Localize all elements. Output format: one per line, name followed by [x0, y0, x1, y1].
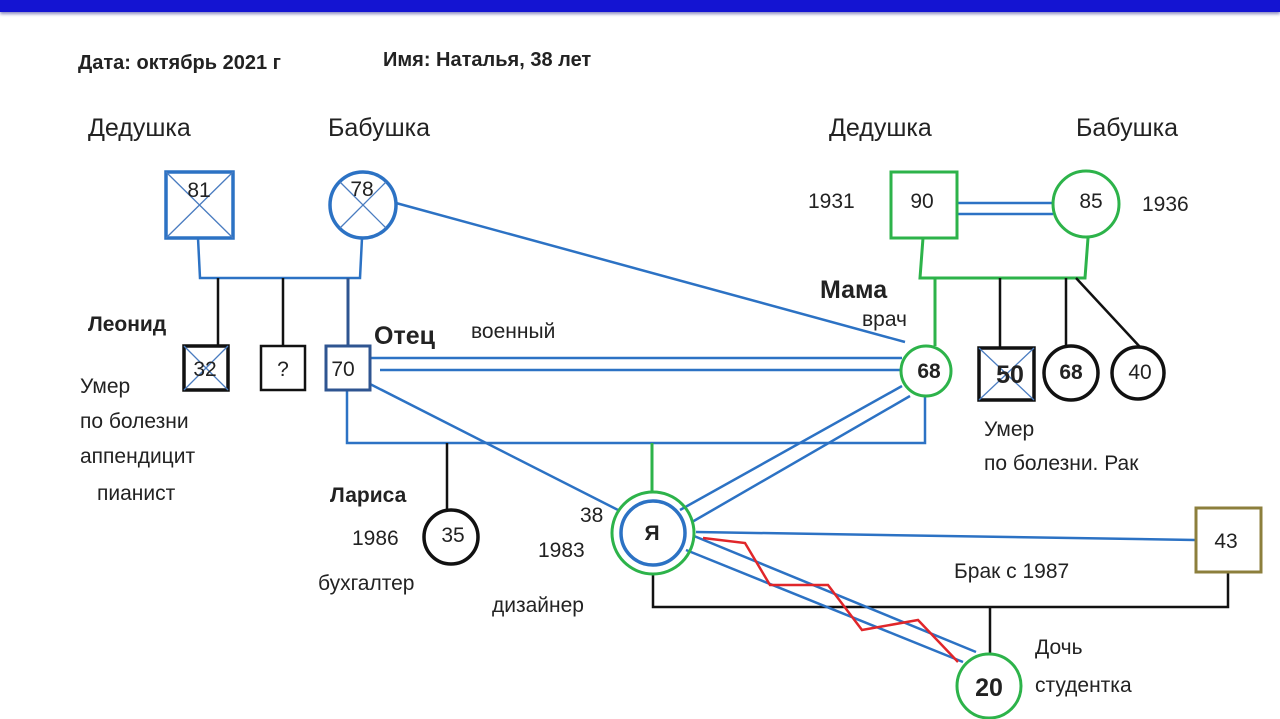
uncle-note-1: Умер — [984, 418, 1034, 441]
name-text: Имя: Наталья, 38 лет — [383, 49, 591, 71]
leonid-age: 32 — [193, 358, 216, 381]
unknown-sibling-age: ? — [277, 358, 289, 381]
sister-symbol: 35 — [422, 508, 480, 566]
uncle-symbol: 50 — [977, 346, 1036, 402]
leonid-note-2: по болезни — [80, 410, 189, 433]
paternal-grandfather-label: Дедушка — [88, 114, 191, 142]
me-label: Я — [644, 522, 659, 545]
husband-line — [695, 530, 1196, 542]
maternal-grandfather-year: 1931 — [808, 190, 855, 213]
aunt2-line — [1075, 277, 1141, 348]
maternal-grandfather-age: 90 — [910, 190, 933, 213]
father-me-line — [369, 382, 621, 513]
aunt2-symbol: 40 — [1110, 345, 1166, 401]
father-name: Отец — [374, 322, 436, 350]
leonid-note-3: аппендицит — [80, 445, 195, 468]
maternal-grandmother-year: 1936 — [1142, 193, 1189, 216]
marriage-line — [651, 572, 1230, 609]
paternal-grandfather-age: 81 — [187, 179, 210, 202]
mother-job: врач — [862, 308, 907, 331]
paternal-grandmother-label: Бабушка — [328, 114, 430, 142]
marriage-text: Брак с 1987 — [954, 560, 1069, 583]
maternal-grandparents-children-line — [918, 237, 1090, 280]
maternal-grandmother-age: 85 — [1079, 190, 1102, 213]
conflict-zigzag-line — [702, 536, 959, 663]
title-bar — [0, 0, 1280, 12]
me-symbol: Я — [610, 490, 696, 576]
sister-name: Лариса — [330, 484, 407, 507]
leonid-symbol: 32 — [182, 344, 230, 392]
daughter-name: Дочь — [1035, 636, 1083, 659]
daughter-job: студентка — [1035, 674, 1132, 697]
grandmother-mother-line — [395, 201, 906, 344]
parents-children-line — [345, 390, 927, 445]
date-text: Дата: октябрь 2021 г — [78, 52, 281, 74]
uncle-age: 50 — [996, 361, 1024, 389]
leonid-note-4: пианист — [97, 482, 176, 505]
leonid-name: Леонид — [88, 313, 166, 336]
leonid-note-1: Умер — [80, 375, 130, 398]
husband-symbol: 43 — [1194, 506, 1263, 574]
paternal-grandfather-symbol: 81 — [164, 170, 235, 240]
father-job: военный — [471, 320, 555, 343]
maternal-grandmother-label: Бабушка — [1076, 114, 1178, 142]
husband-age: 43 — [1214, 530, 1237, 553]
me-job: дизайнер — [492, 594, 584, 617]
maternal-grandfather-symbol: 90 — [889, 170, 959, 240]
aunt2-age: 40 — [1128, 361, 1151, 384]
me-daughter-line-2 — [685, 548, 964, 664]
paternal-grandmother-symbol: 78 — [328, 170, 398, 240]
paternal-grandparents-line — [196, 237, 364, 280]
father-age: 70 — [331, 358, 354, 381]
maternal-grandfather-label: Дедушка — [829, 114, 932, 142]
sister-year: 1986 — [352, 527, 399, 550]
daughter-symbol: 20 — [955, 652, 1023, 719]
daughter-age: 20 — [975, 674, 1003, 702]
aunt1-age: 68 — [1059, 361, 1083, 384]
mother-me-line-2 — [691, 394, 911, 524]
sister-age: 35 — [441, 524, 464, 547]
me-year: 1983 — [538, 539, 585, 562]
paternal-grandmother-age: 78 — [350, 178, 373, 201]
mother-me-line-1 — [679, 384, 903, 512]
father-symbol: 70 — [324, 344, 372, 392]
uncle-note-2: по болезни. Рак — [984, 452, 1139, 475]
mother-name: Мама — [820, 276, 888, 304]
me-age: 38 — [580, 504, 603, 527]
aunt1-symbol: 68 — [1042, 344, 1100, 402]
mother-symbol: 68 — [899, 344, 953, 398]
unknown-sibling-symbol: ? — [259, 344, 307, 392]
mother-age: 68 — [917, 360, 941, 383]
maternal-grandmother-symbol: 85 — [1051, 169, 1121, 239]
relationship-lines — [196, 201, 1230, 664]
sister-job: бухгалтер — [318, 572, 414, 595]
